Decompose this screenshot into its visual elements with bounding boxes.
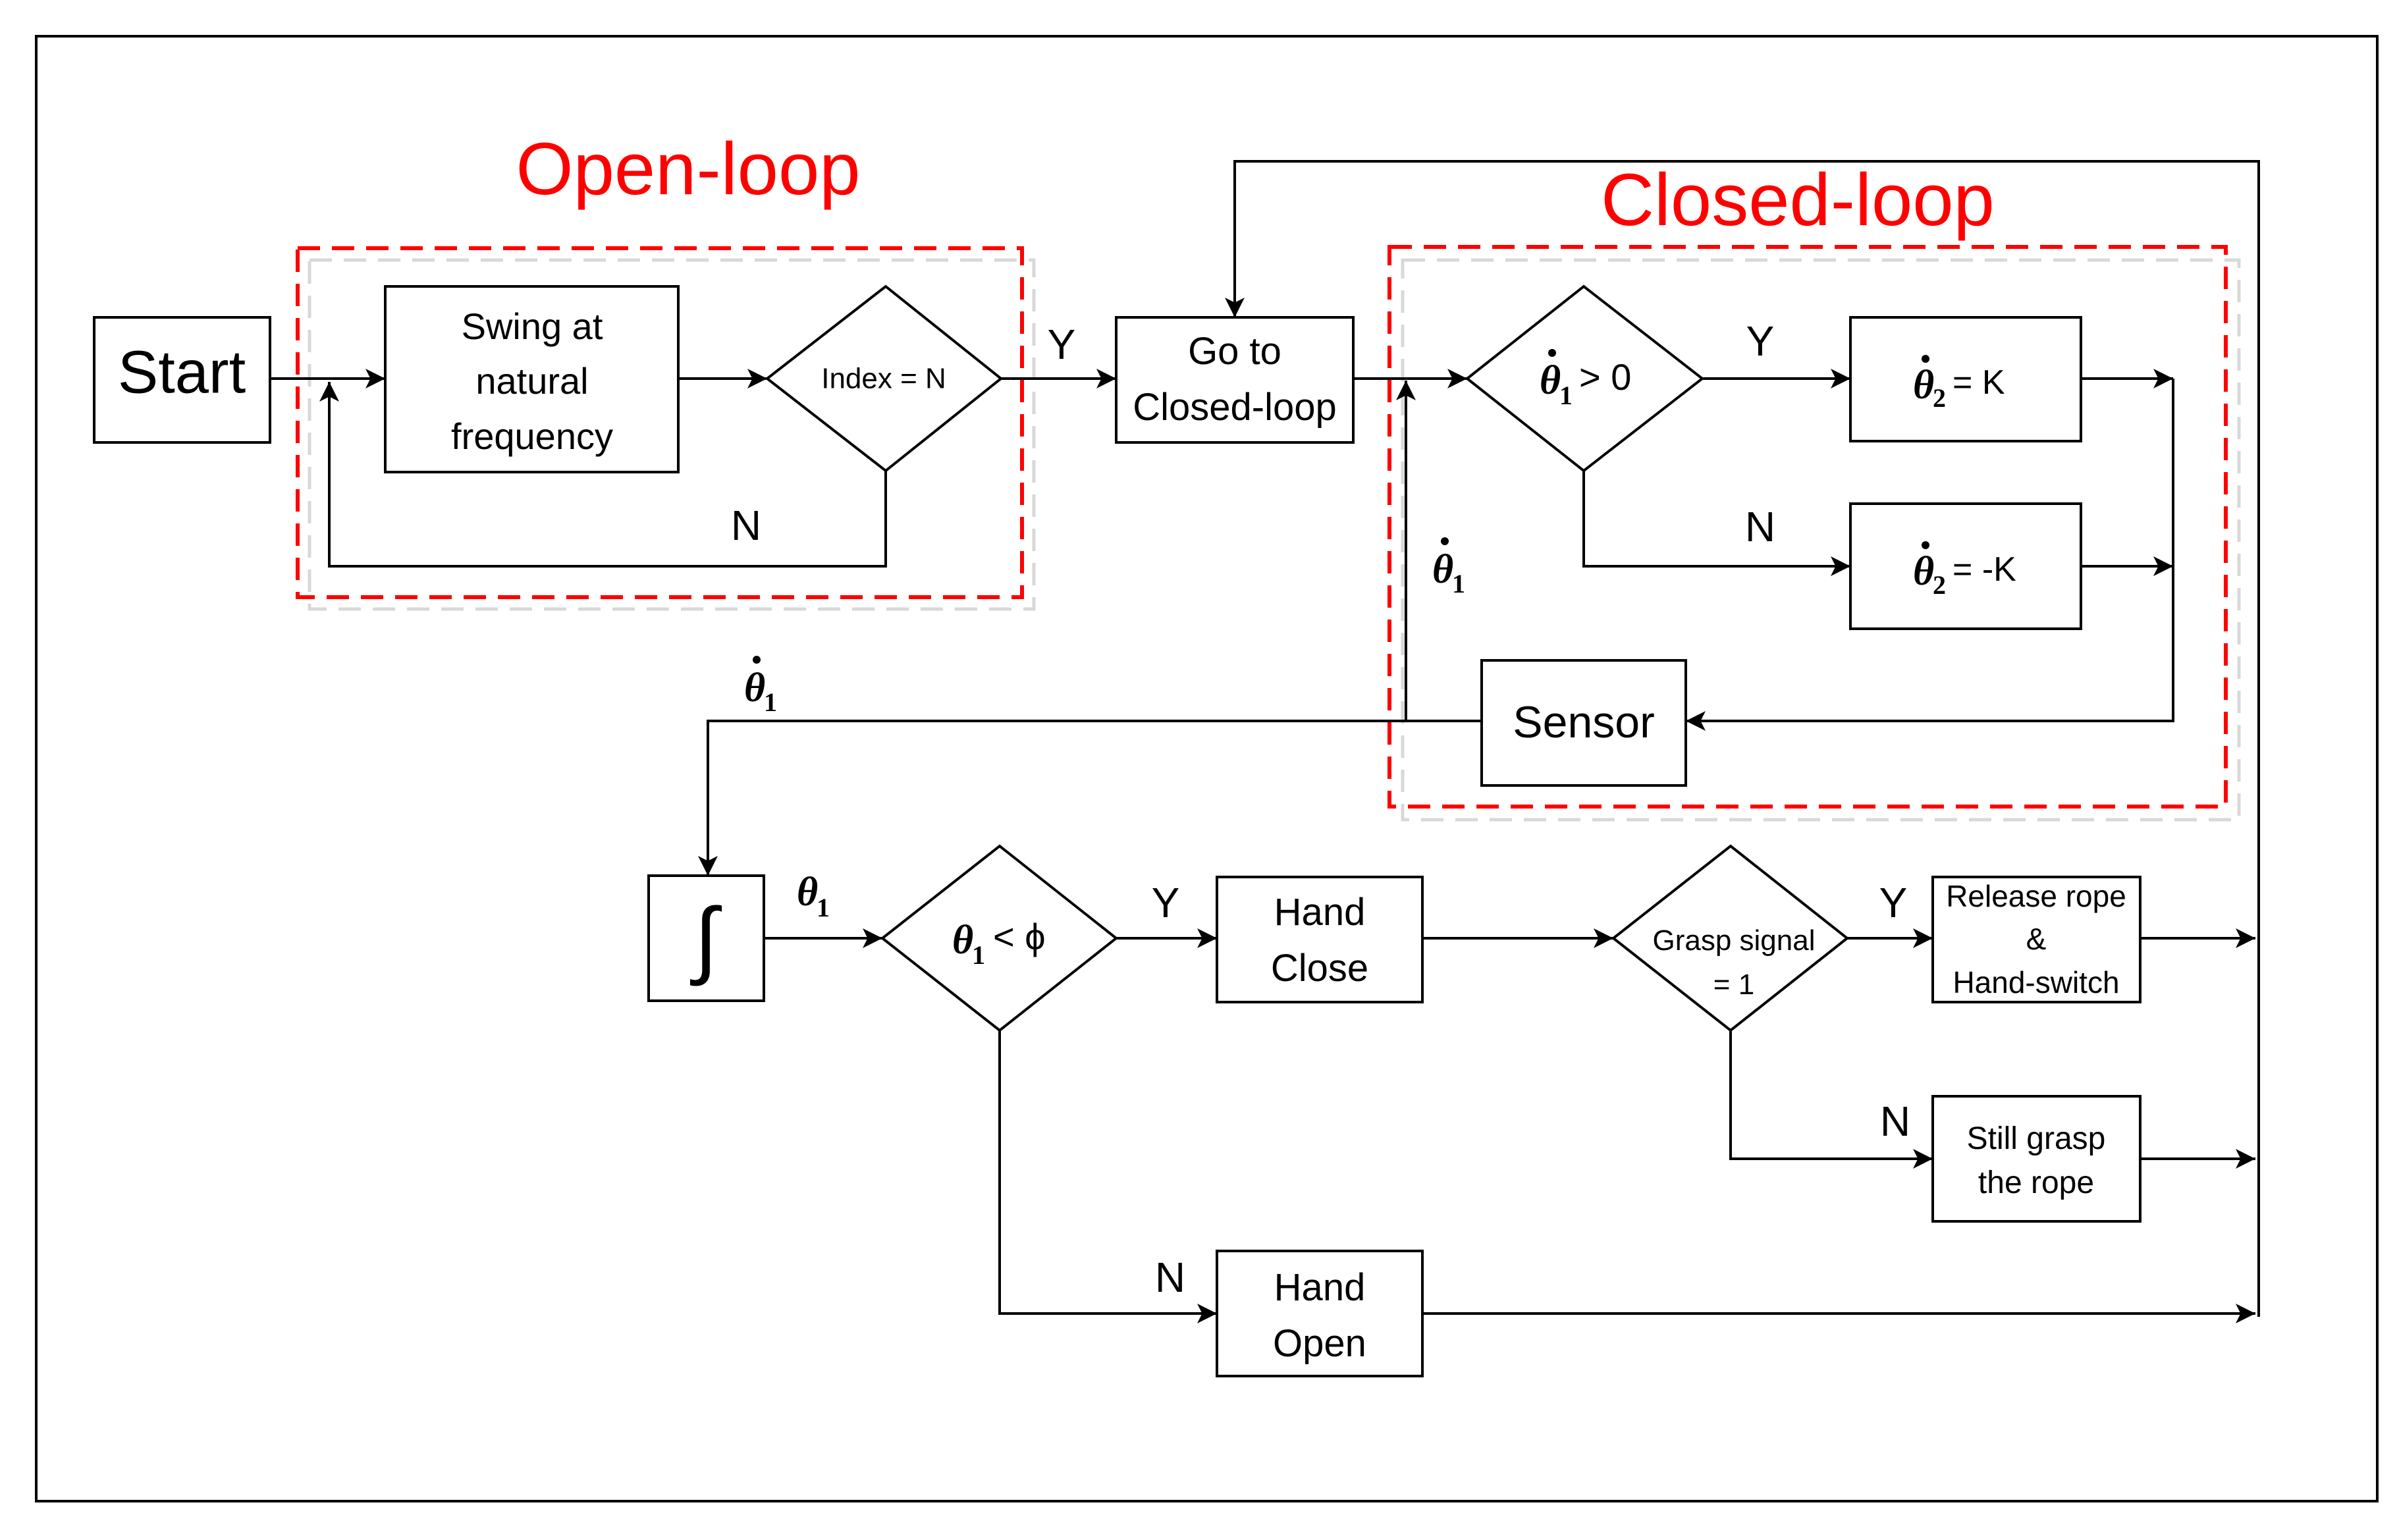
svg-text:2: 2 (1933, 570, 1946, 600)
label-index-yes: Y (1048, 321, 1076, 368)
svg-text:Closed-loop: Closed-loop (1133, 386, 1337, 429)
label-grasp-yes: Y (1879, 879, 1908, 926)
still-grasp-node: Still grasp the rope (1931, 1095, 2141, 1223)
svg-text:1: 1 (972, 940, 985, 970)
open-loop-shadow (308, 258, 1036, 611)
svg-text:θ: θ (1913, 549, 1934, 594)
label-check-yes: Y (1746, 317, 1775, 365)
theta2-dot-negative-node: θ 2 = -K (1849, 502, 2082, 630)
dot-accent (753, 656, 761, 664)
svg-text:θ: θ (1540, 358, 1561, 403)
svg-text:1: 1 (817, 893, 830, 922)
svg-text:Index = N: Index = N (821, 363, 946, 395)
svg-text:< ϕ: < ϕ (993, 916, 1046, 957)
closed-loop-title: Closed-loop (1601, 159, 1995, 241)
svg-text:Hand-switch: Hand-switch (1953, 965, 2119, 999)
svg-text:1: 1 (764, 687, 777, 717)
svg-text:Start: Start (118, 338, 246, 406)
index-check-diamond: Index = N (765, 284, 1004, 473)
closed-loop-shadow (1401, 258, 2241, 822)
theta1-check-diamond: θ 1 < ϕ (880, 844, 1119, 1032)
open-loop-region (296, 246, 1024, 599)
outer-frame (35, 35, 2379, 1502)
svg-text:Swing at: Swing at (462, 305, 603, 347)
svg-text:∫: ∫ (689, 890, 722, 986)
svg-text:1: 1 (1452, 569, 1465, 598)
swing-node: Swing at natural frequency (384, 285, 680, 473)
svg-text:θ: θ (1913, 363, 1934, 408)
label-check-no: N (1745, 503, 1775, 550)
wire-theta-no (998, 1030, 1217, 1323)
svg-text:= -K: = -K (1953, 550, 2016, 589)
svg-text:Hand: Hand (1274, 891, 1366, 934)
svg-text:Close: Close (1271, 947, 1368, 990)
wire-sensor-to-integrator (698, 720, 1406, 876)
release-rope-node: Release rope & Hand-switch (1931, 876, 2141, 1003)
svg-text:2: 2 (1933, 383, 1946, 413)
svg-text:frequency: frequency (451, 415, 613, 457)
svg-text:θ: θ (797, 870, 818, 915)
start-node: Start (93, 316, 271, 444)
hand-open-node: Hand Open (1216, 1250, 1424, 1377)
grasp-signal-diamond: Grasp signal = 1 (1611, 844, 1850, 1032)
dot-accent (1441, 537, 1449, 545)
integrator-node: ∫ (647, 874, 765, 1002)
theta2-dot-positive-node: θ 2 = K (1849, 316, 2082, 442)
signal-label-feedback: θ 1 (1432, 537, 1465, 598)
wire-bus-to-sensor (1686, 379, 2174, 731)
dot-accent (1922, 355, 1929, 363)
svg-text:the rope: the rope (1978, 1165, 2094, 1200)
svg-text:Open: Open (1273, 1322, 1366, 1365)
svg-text:θ: θ (952, 918, 973, 963)
svg-text:Go to: Go to (1188, 330, 1281, 373)
svg-text:Sensor: Sensor (1513, 697, 1654, 747)
svg-text:θ: θ (744, 666, 765, 710)
svg-text:Release rope: Release rope (1946, 879, 2126, 913)
wire-index-no-loop (319, 382, 887, 568)
svg-text:= 1: = 1 (1713, 969, 1754, 1001)
closed-loop-region (1387, 245, 2228, 809)
svg-text:1: 1 (1559, 381, 1573, 410)
dot-accent (1922, 541, 1929, 549)
svg-text:Hand: Hand (1274, 1266, 1366, 1309)
go-to-closed-loop-node: Go to Closed-loop (1115, 316, 1355, 444)
svg-text:θ: θ (1432, 547, 1453, 592)
svg-text:Still grasp: Still grasp (1967, 1121, 2106, 1156)
label-index-no: N (731, 502, 761, 549)
svg-text:> 0: > 0 (1579, 356, 1631, 398)
open-loop-title: Open-loop (516, 128, 860, 210)
label-theta-no: N (1155, 1254, 1185, 1301)
svg-text:Grasp signal: Grasp signal (1652, 924, 1815, 957)
wire-check-no (1582, 471, 1850, 576)
svg-text:&: & (2026, 922, 2047, 956)
svg-text:natural: natural (475, 360, 588, 402)
wire-grasp-no (1729, 1030, 1933, 1169)
svg-text:= K: = K (1953, 363, 2005, 402)
signal-label-integrated: θ 1 (797, 870, 830, 922)
dot-accent (1548, 349, 1556, 357)
theta1-dot-check-diamond: θ 1 > 0 (1465, 284, 1705, 473)
signal-label-sensor-out: θ 1 (744, 656, 777, 717)
hand-close-node: Hand Close (1216, 876, 1424, 1003)
label-theta-yes: Y (1152, 879, 1180, 926)
wire-return-top (1225, 160, 2260, 1317)
label-grasp-no: N (1880, 1098, 1910, 1145)
sensor-node: Sensor (1480, 659, 1687, 787)
